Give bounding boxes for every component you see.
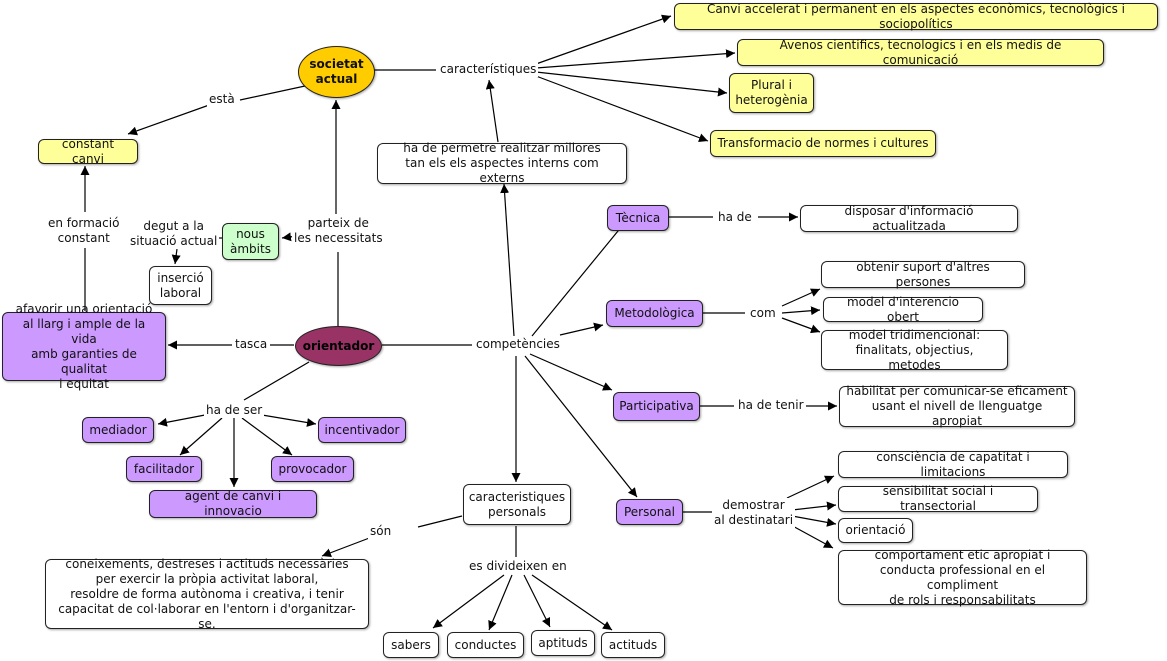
- node-incentivador[interactable]: incentivador: [318, 417, 406, 443]
- node-metodologica[interactable]: Metodològica: [606, 300, 703, 327]
- node-societat-actual[interactable]: societat actual: [298, 46, 375, 98]
- label-degut-a-la-situacio: degut a la situació actual: [128, 219, 220, 249]
- node-avenos[interactable]: Avenos cientifics, tecnologics i en els …: [737, 38, 1104, 67]
- node-nous-ambits[interactable]: nous àmbits: [222, 223, 279, 260]
- label-es-divideixen-en: es divideixen en: [467, 559, 569, 574]
- node-suport[interactable]: obtenir suport d'altres persones: [821, 260, 1025, 289]
- node-provocador[interactable]: provocador: [271, 456, 354, 482]
- node-mediador[interactable]: mediador: [82, 417, 154, 443]
- node-actituds[interactable]: actituds: [601, 632, 665, 658]
- node-disposar[interactable]: disposar d'informació actualitzada: [800, 204, 1018, 233]
- label-tasca: tasca: [233, 337, 270, 352]
- label-caracteristiques: característiques: [438, 62, 539, 77]
- label-ha-de: ha de: [716, 210, 754, 225]
- node-afavorir[interactable]: afavorir una orientació al llarg i ample…: [2, 302, 166, 391]
- label-ha-de-tenir: ha de tenir: [736, 398, 806, 413]
- node-conductes[interactable]: conductes: [447, 632, 524, 658]
- label-esta: està: [207, 92, 237, 107]
- node-habilitat[interactable]: habilitat per comunicar-se eficament usa…: [839, 384, 1075, 428]
- label-demostrar-al-destinatari: demostrar al destinatari: [712, 498, 796, 528]
- node-comportament[interactable]: comportament etic apropiat i conducta pr…: [838, 548, 1087, 607]
- node-aptituds[interactable]: aptituds: [531, 630, 595, 656]
- node-tridimencional[interactable]: model tridimencional: finalitats, object…: [821, 328, 1008, 372]
- label-son: són: [368, 524, 394, 539]
- label-competencies: competències: [474, 337, 562, 352]
- node-facilitador[interactable]: facilitador: [126, 456, 202, 482]
- label-ha-de-ser: ha de ser: [204, 403, 265, 418]
- node-sensibilitat[interactable]: sensibilitat social i transectorial: [838, 484, 1038, 513]
- label-en-formacio-constant: en formació constant: [46, 216, 122, 246]
- node-tecnica[interactable]: Tècnica: [607, 205, 669, 231]
- node-canvi-accelerat[interactable]: Canvi accelerat i permanent en els aspec…: [674, 2, 1158, 31]
- node-orientacio[interactable]: orientació: [838, 518, 913, 543]
- node-agent-de-canvi[interactable]: agent de canvi i innovacio: [149, 489, 317, 518]
- node-coneixements[interactable]: coneixements, destreses i actituds neces…: [45, 557, 369, 631]
- node-personal[interactable]: Personal: [616, 499, 683, 525]
- node-caracteristiques-personals[interactable]: caracteristiques personals: [463, 484, 571, 525]
- node-insercio-laboral[interactable]: inserció laboral: [149, 266, 212, 305]
- node-participativa[interactable]: Participativa: [613, 392, 700, 421]
- node-constant-canvi[interactable]: constant canvi: [38, 137, 138, 166]
- node-orientador[interactable]: orientador: [295, 326, 382, 366]
- label-parteix-de-les-necessitats: parteix de les necessitats: [292, 216, 385, 246]
- node-consciencia[interactable]: consciència de capatitat i limitacions: [838, 450, 1068, 479]
- node-interencio[interactable]: model d'interencio obert: [823, 295, 983, 324]
- node-transformacio[interactable]: Transformacio de normes i cultures: [710, 130, 936, 157]
- node-sabers[interactable]: sabers: [383, 632, 439, 658]
- label-com: com: [748, 306, 778, 321]
- node-plural[interactable]: Plural i heterogènia: [729, 73, 814, 113]
- node-millores[interactable]: ha de permetre realitzar millores tan el…: [377, 141, 627, 185]
